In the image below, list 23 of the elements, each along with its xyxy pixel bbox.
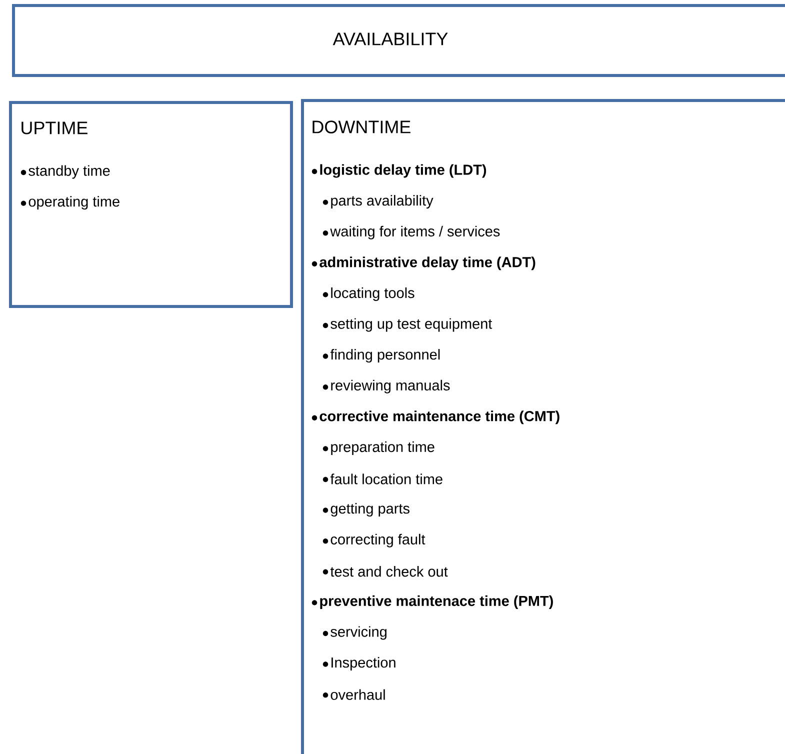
bullet-item: preparation time [322,441,434,455]
bullet-item: overhaul [322,689,385,700]
bullet-item: test and check out [322,566,448,577]
bullet-item: corrective maintenance time (CMT) [312,410,560,424]
bullet-item: parts availability [322,195,434,209]
bullet-item: administrative delay time (ADT) [312,256,536,270]
bullet-item: logistic delay time (LDT) [312,164,486,178]
heading: UPTIME [22,122,88,134]
bullet-item: reviewing manuals [322,380,450,394]
bullet-item: correcting fault [322,534,426,548]
bullet-item: locating tools [322,287,414,301]
bullet-item: waiting for items / services [322,226,500,240]
bullet-item: Inspection [322,657,396,671]
bullet-item: servicing [322,626,386,640]
bullet-item: standby time [20,165,110,179]
title-box: AVAILABILITY [12,4,785,77]
bullet-item: operating time [20,196,120,210]
bullet-item: setting up test equipment [322,318,492,332]
bullet-item: finding personnel [322,349,440,363]
bullet-item: getting parts [322,503,410,517]
bullet-item: preventive maintenace time (PMT) [312,595,553,609]
bullet-item: fault location time [322,474,442,484]
heading: DOWNTIME [312,120,410,134]
